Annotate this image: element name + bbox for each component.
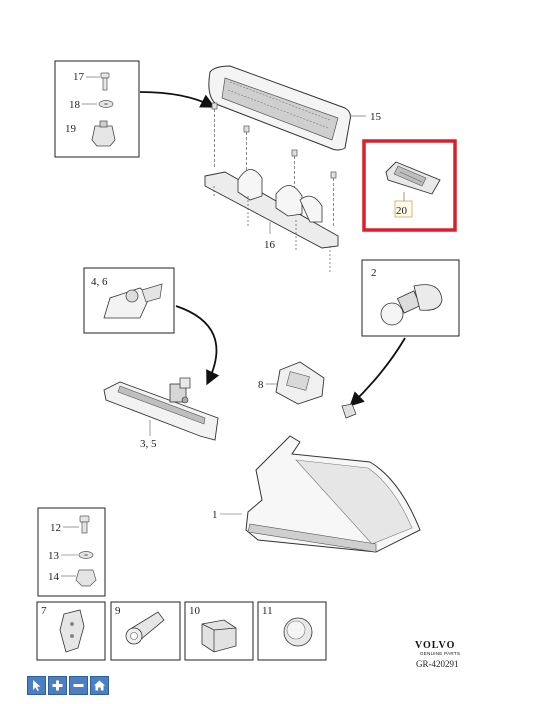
callout-15: 15 — [370, 111, 382, 123]
callout-16: 16 — [264, 239, 276, 251]
nut-icon — [75, 569, 97, 587]
zoom-out-button[interactable] — [69, 676, 88, 695]
callout-3-5: 3, 5 — [140, 438, 157, 450]
brake-light-housing[interactable] — [208, 65, 351, 151]
callout-12: 12 — [50, 522, 61, 534]
bracket-icon — [59, 609, 85, 653]
volvo-logo: VOLVO GENUINE PARTS — [415, 640, 460, 656]
mounting-bracket[interactable] — [204, 102, 339, 272]
zoom-out-icon — [73, 684, 84, 687]
part-7-box[interactable]: 7 — [36, 601, 106, 661]
small-bulb-icon — [341, 403, 357, 419]
bulb-icon — [380, 284, 443, 326]
bulb-holder-box[interactable]: 4, 6 — [83, 267, 175, 334]
callout-1: 1 — [212, 509, 218, 521]
part-11-box[interactable]: 11 — [257, 601, 327, 661]
callout-20: 20 — [396, 205, 408, 217]
license-lamp-icon — [385, 161, 441, 195]
zoom-in-button[interactable] — [48, 676, 67, 695]
zoom-in-icon — [52, 680, 63, 691]
callout-17: 17 — [73, 71, 85, 83]
part-9-box[interactable]: 9 — [110, 601, 181, 661]
callout-13: 13 — [48, 550, 60, 562]
part-10-box[interactable]: 10 — [184, 601, 254, 661]
select-tool-button[interactable] — [27, 676, 46, 695]
pointer-arrow — [139, 91, 216, 108]
callout-4-6: 4, 6 — [91, 276, 108, 288]
brand-name: VOLVO — [415, 640, 455, 651]
callout-10: 10 — [189, 605, 201, 617]
washer-icon — [98, 100, 114, 108]
callout-7: 7 — [41, 605, 47, 617]
lamp-unit[interactable] — [103, 377, 219, 441]
callout-14: 14 — [48, 571, 60, 583]
bulb-holder-icon — [103, 283, 163, 319]
grommet-icon — [125, 611, 165, 645]
connector-block-icon — [201, 619, 237, 653]
brand-sub: GENUINE PARTS — [420, 651, 460, 656]
bolt-icon — [79, 515, 90, 534]
part-20-box[interactable]: 20 — [362, 139, 457, 232]
home-button[interactable] — [90, 676, 109, 695]
fastener-set-box[interactable]: 12 13 14 — [37, 507, 106, 597]
tail-lamp[interactable] — [245, 435, 421, 553]
screw-icon — [100, 72, 110, 91]
callout-18: 18 — [69, 99, 81, 111]
pointer-arrow — [175, 305, 220, 386]
callout-11: 11 — [262, 605, 273, 617]
viewer-toolbar — [27, 676, 109, 695]
callout-8: 8 — [258, 379, 264, 391]
callout-2: 2 — [371, 267, 377, 279]
diagram-reference: GR-420291 — [416, 659, 459, 669]
fastener-kit-box[interactable]: 17 18 19 — [54, 60, 140, 158]
bulb-box[interactable]: 2 — [361, 259, 460, 337]
gasket-part[interactable] — [275, 361, 325, 405]
callout-9: 9 — [115, 605, 121, 617]
plug-icon — [283, 617, 313, 647]
connector-icon — [169, 377, 191, 404]
clip-nut-icon — [91, 120, 116, 147]
washer-icon — [78, 551, 94, 559]
cursor-icon — [33, 680, 41, 691]
callout-19: 19 — [65, 123, 77, 135]
home-icon — [94, 680, 105, 691]
pointer-arrow — [349, 337, 406, 407]
